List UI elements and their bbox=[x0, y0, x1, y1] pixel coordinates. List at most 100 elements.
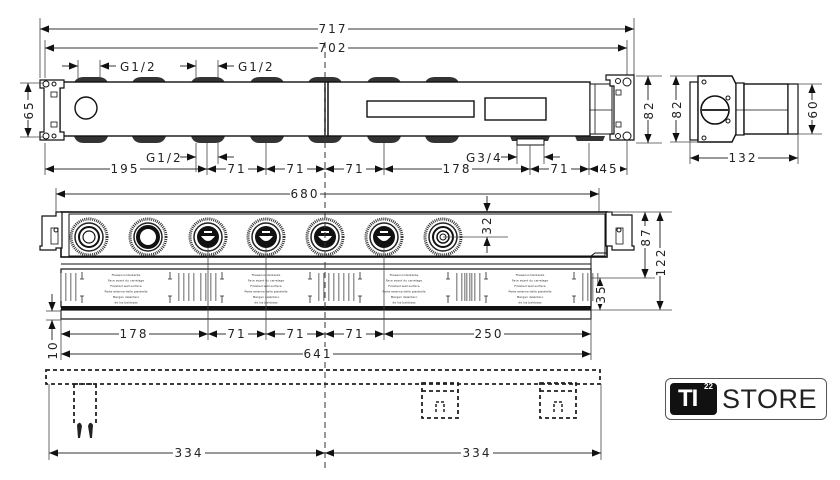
dim-334-right: 334 bbox=[463, 446, 492, 460]
vertical-text-mark bbox=[75, 273, 77, 301]
top-view: 717 702 G1/2 G1/2 bbox=[20, 18, 662, 176]
port-6 bbox=[364, 217, 404, 257]
label-line: Face avant du carrelage bbox=[386, 279, 422, 283]
label-line: Parte esterna della piastrella bbox=[382, 290, 425, 294]
port-2 bbox=[128, 217, 168, 257]
label-line: Parte esterna della piastrella bbox=[104, 290, 147, 294]
vertical-text-mark bbox=[474, 273, 476, 301]
bottom-outline bbox=[45, 369, 601, 385]
slot-long bbox=[366, 100, 475, 118]
label-line: Finished wall surface bbox=[514, 284, 545, 288]
dim-71-a: 71 bbox=[227, 162, 246, 176]
level-marker-icon bbox=[220, 272, 224, 303]
vertical-text-mark bbox=[338, 273, 340, 301]
vertical-text-mark bbox=[200, 273, 202, 301]
vertical-text-mark bbox=[205, 273, 207, 301]
dim-195: 195 bbox=[111, 162, 140, 176]
vertical-text-mark bbox=[333, 273, 335, 301]
vertical-text-mark bbox=[479, 273, 481, 301]
dim-35: 35 bbox=[594, 284, 608, 303]
vertical-text-mark bbox=[471, 273, 473, 301]
dim-71-front-c: 71 bbox=[345, 327, 364, 341]
dim-87: 87 bbox=[639, 227, 653, 246]
level-marker-icon bbox=[446, 272, 450, 303]
level-marker-icon bbox=[358, 272, 362, 303]
dim-71-c: 71 bbox=[345, 162, 364, 176]
bracket-left bbox=[39, 79, 65, 141]
level-marker-icon bbox=[308, 272, 312, 303]
label-line: de los baldosas bbox=[114, 301, 138, 305]
knob-outline bbox=[74, 96, 98, 120]
dim-334-left: 334 bbox=[175, 446, 204, 460]
front-ports bbox=[69, 217, 463, 257]
dim-122: 122 bbox=[654, 248, 668, 277]
vertical-text-mark bbox=[469, 273, 471, 301]
vertical-text-mark bbox=[210, 273, 212, 301]
vertical-text-mark bbox=[348, 273, 350, 301]
level-marker-icon bbox=[80, 272, 84, 303]
label-line: Fliesenvorderkante bbox=[516, 273, 545, 277]
dim-641: 641 bbox=[304, 347, 333, 361]
thread-g34: G3/4 bbox=[466, 151, 503, 165]
dim-250: 250 bbox=[475, 327, 504, 341]
logo-superscript: 22 bbox=[704, 382, 713, 391]
front-view: 680 bbox=[39, 42, 672, 470]
level-marker-icon bbox=[484, 272, 488, 303]
vertical-text-mark bbox=[592, 273, 594, 301]
label-line: Face avant du carrelage bbox=[512, 279, 548, 283]
dim-178-top: 178 bbox=[443, 162, 472, 176]
dim-82-top: 82 bbox=[642, 100, 656, 119]
dim-71-front-b: 71 bbox=[286, 327, 305, 341]
vertical-text-mark bbox=[582, 273, 584, 301]
bottom-view: 334 334 bbox=[45, 369, 602, 460]
label-line: Fliesenvorderkante bbox=[390, 273, 419, 277]
thread-g12-top-2: G1/2 bbox=[238, 60, 275, 74]
dim-680: 680 bbox=[291, 187, 320, 201]
label-line: Finished wall surface bbox=[110, 284, 141, 288]
dim-65: 65 bbox=[22, 100, 36, 119]
vertical-text-mark bbox=[461, 273, 463, 301]
dim-71-b: 71 bbox=[286, 162, 305, 176]
dim-717: 717 bbox=[319, 22, 348, 36]
dim-71-front-a: 71 bbox=[227, 327, 246, 341]
side-view: 82 60 132 bbox=[670, 75, 822, 165]
dim-132: 132 bbox=[729, 151, 758, 165]
dim-702: 702 bbox=[319, 41, 348, 55]
dim-60: 60 bbox=[806, 99, 820, 118]
vertical-text-mark bbox=[70, 273, 72, 301]
dim-32: 32 bbox=[480, 215, 494, 234]
dim-82-side: 82 bbox=[670, 99, 684, 118]
label-line: Margen delantero bbox=[517, 295, 544, 299]
vertical-text-mark bbox=[353, 273, 355, 301]
label-line: Face avant du carrelage bbox=[108, 279, 144, 283]
label-line: Margen delantero bbox=[391, 295, 418, 299]
label-line: Margen delantero bbox=[113, 295, 140, 299]
vertical-text-mark bbox=[464, 273, 466, 301]
port-1 bbox=[69, 217, 109, 257]
level-marker-icon bbox=[168, 272, 172, 303]
label-line: de los baldosas bbox=[392, 301, 416, 305]
vertical-text-mark bbox=[318, 273, 320, 301]
vertical-text-mark bbox=[466, 273, 468, 301]
logo-word: STORE bbox=[722, 384, 818, 414]
bracket-right bbox=[605, 74, 635, 141]
label-strip bbox=[60, 268, 592, 308]
store-logo: TI 22 STORE bbox=[665, 378, 827, 420]
dim-45: 45 bbox=[599, 162, 618, 176]
ports-bottom bbox=[74, 136, 605, 143]
vertical-text-mark bbox=[178, 273, 180, 301]
slot-short bbox=[484, 97, 547, 121]
vertical-text-mark bbox=[193, 273, 195, 301]
logo-mark: TI bbox=[670, 383, 717, 415]
label-line: Finished wall surface bbox=[388, 284, 419, 288]
vertical-text-mark bbox=[183, 273, 185, 301]
vertical-text-mark bbox=[215, 273, 217, 301]
label-line: Parte esterna della piastrella bbox=[508, 290, 551, 294]
port-3 bbox=[188, 217, 228, 257]
dim-10: 10 bbox=[46, 340, 60, 359]
label-line: Fliesenvorderkante bbox=[112, 273, 141, 277]
dim-178-front: 178 bbox=[120, 327, 149, 341]
